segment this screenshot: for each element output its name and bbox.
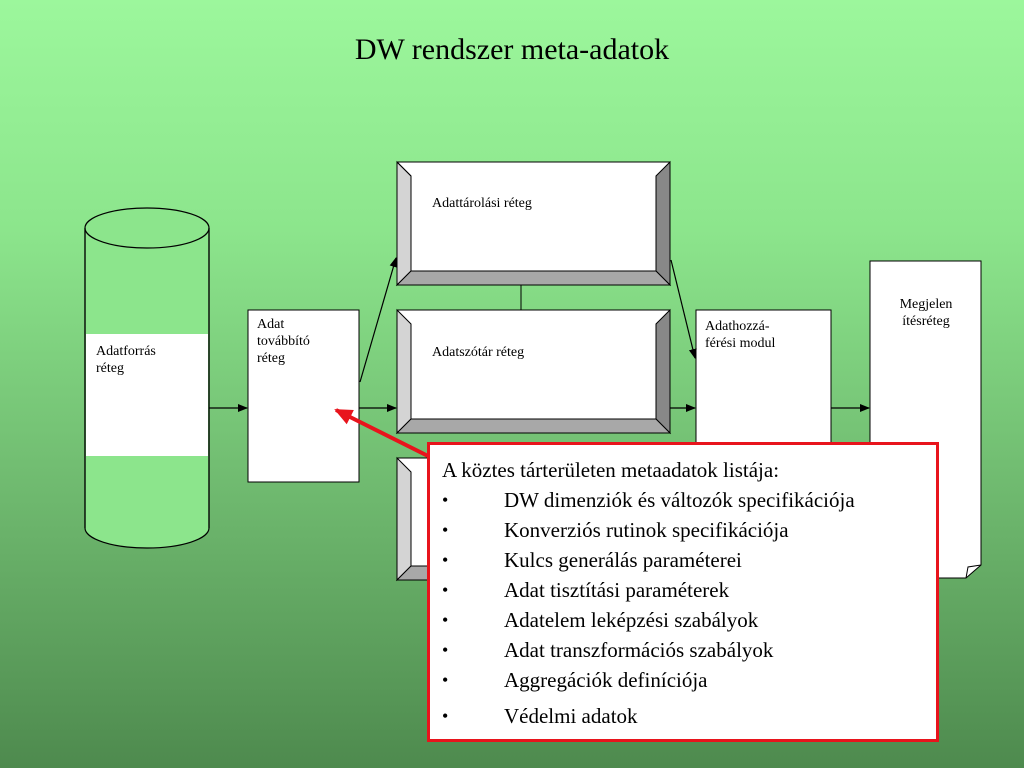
dictionary-label: Adatszótár réteg <box>432 345 525 360</box>
callout-item: •Adat tisztítási paraméterek <box>442 575 936 605</box>
callout-pointer-arrow <box>334 408 441 464</box>
callout-title: A köztes tárterületen metaadatok listája… <box>442 458 780 482</box>
bullet-icon: • <box>442 640 449 660</box>
bullet-icon: • <box>442 520 449 540</box>
presentation-label: Megjelen ítésréteg <box>899 297 953 329</box>
metadata-callout: A köztes tárterületen metaadatok listája… <box>427 442 939 742</box>
callout-item: •Aggregációk definíciója <box>442 665 936 695</box>
bullet-icon: • <box>442 610 449 630</box>
callout-list: •DW dimenziók és változók specifikációja… <box>442 485 936 731</box>
bullet-icon: • <box>442 580 449 600</box>
callout-item: •Kulcs generálás paraméterei <box>442 545 936 575</box>
access-label: Adathozzá- férési modul <box>705 319 776 351</box>
callout-item: •Adat transzformációs szabályok <box>442 635 936 665</box>
bullet-icon: • <box>442 670 449 690</box>
callout-item: •Konverziós rutinok specifikációja <box>442 515 936 545</box>
callout-item: •Adatelem leképzési szabályok <box>442 605 936 635</box>
bullet-icon: • <box>442 550 449 570</box>
dictionary-box <box>395 308 672 435</box>
transfer-label: Adat továbbító réteg <box>257 317 310 366</box>
callout-item: •DW dimenziók és változók specifikációja <box>442 485 936 515</box>
storage-box <box>395 160 672 287</box>
access-box <box>695 309 832 451</box>
transfer-box <box>247 309 360 483</box>
bullet-icon: • <box>442 490 449 510</box>
datasource-cylinder <box>84 207 210 549</box>
datasource-label: Adatforrás réteg <box>96 344 156 376</box>
storage-label: Adattárolási réteg <box>432 196 532 211</box>
arrow-transfer-to-storage <box>359 257 398 383</box>
slide-title: DW rendszer meta-adatok <box>354 33 670 66</box>
bullet-icon: • <box>442 706 449 726</box>
arrow-storage-to-access <box>670 259 697 359</box>
callout-item: •Védelmi adatok <box>442 701 936 731</box>
